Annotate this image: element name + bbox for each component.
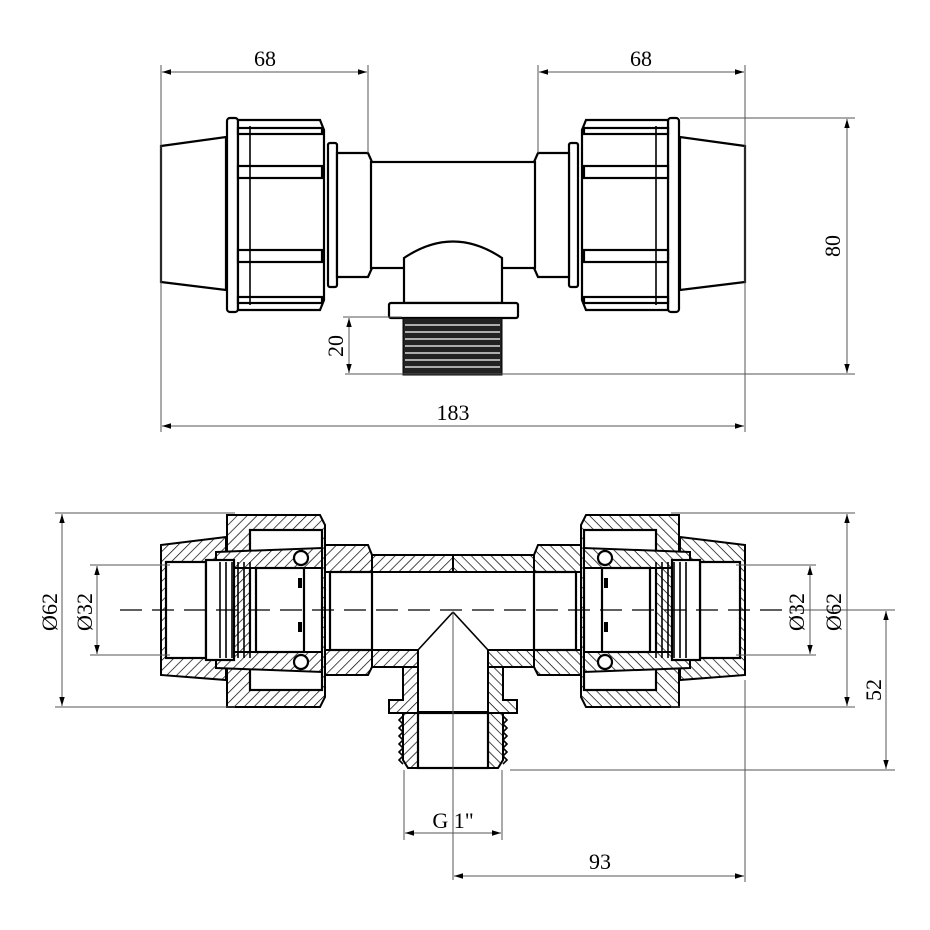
dim-outer-diameter-left: Ø62 [37,593,62,631]
dim-pipe-diameter-right: Ø32 [784,593,809,631]
dim-outer-diameter-right: Ø62 [821,593,846,631]
dim-half-length: 93 [589,849,611,874]
dim-height: 80 [820,235,845,257]
dim-right-length: 68 [630,46,652,71]
section-view: Ø62 Ø32 Ø32 Ø62 52 G 1" 93 [37,512,895,882]
dim-total-length: 183 [437,400,470,425]
dim-thread: G 1" [432,808,473,833]
top-view: 68 68 183 80 20 [159,46,855,432]
dim-thread-length: 20 [323,335,348,357]
dim-branch-height: 52 [861,679,886,701]
dim-pipe-diameter-left: Ø32 [72,593,97,631]
dim-left-length: 68 [254,46,276,71]
